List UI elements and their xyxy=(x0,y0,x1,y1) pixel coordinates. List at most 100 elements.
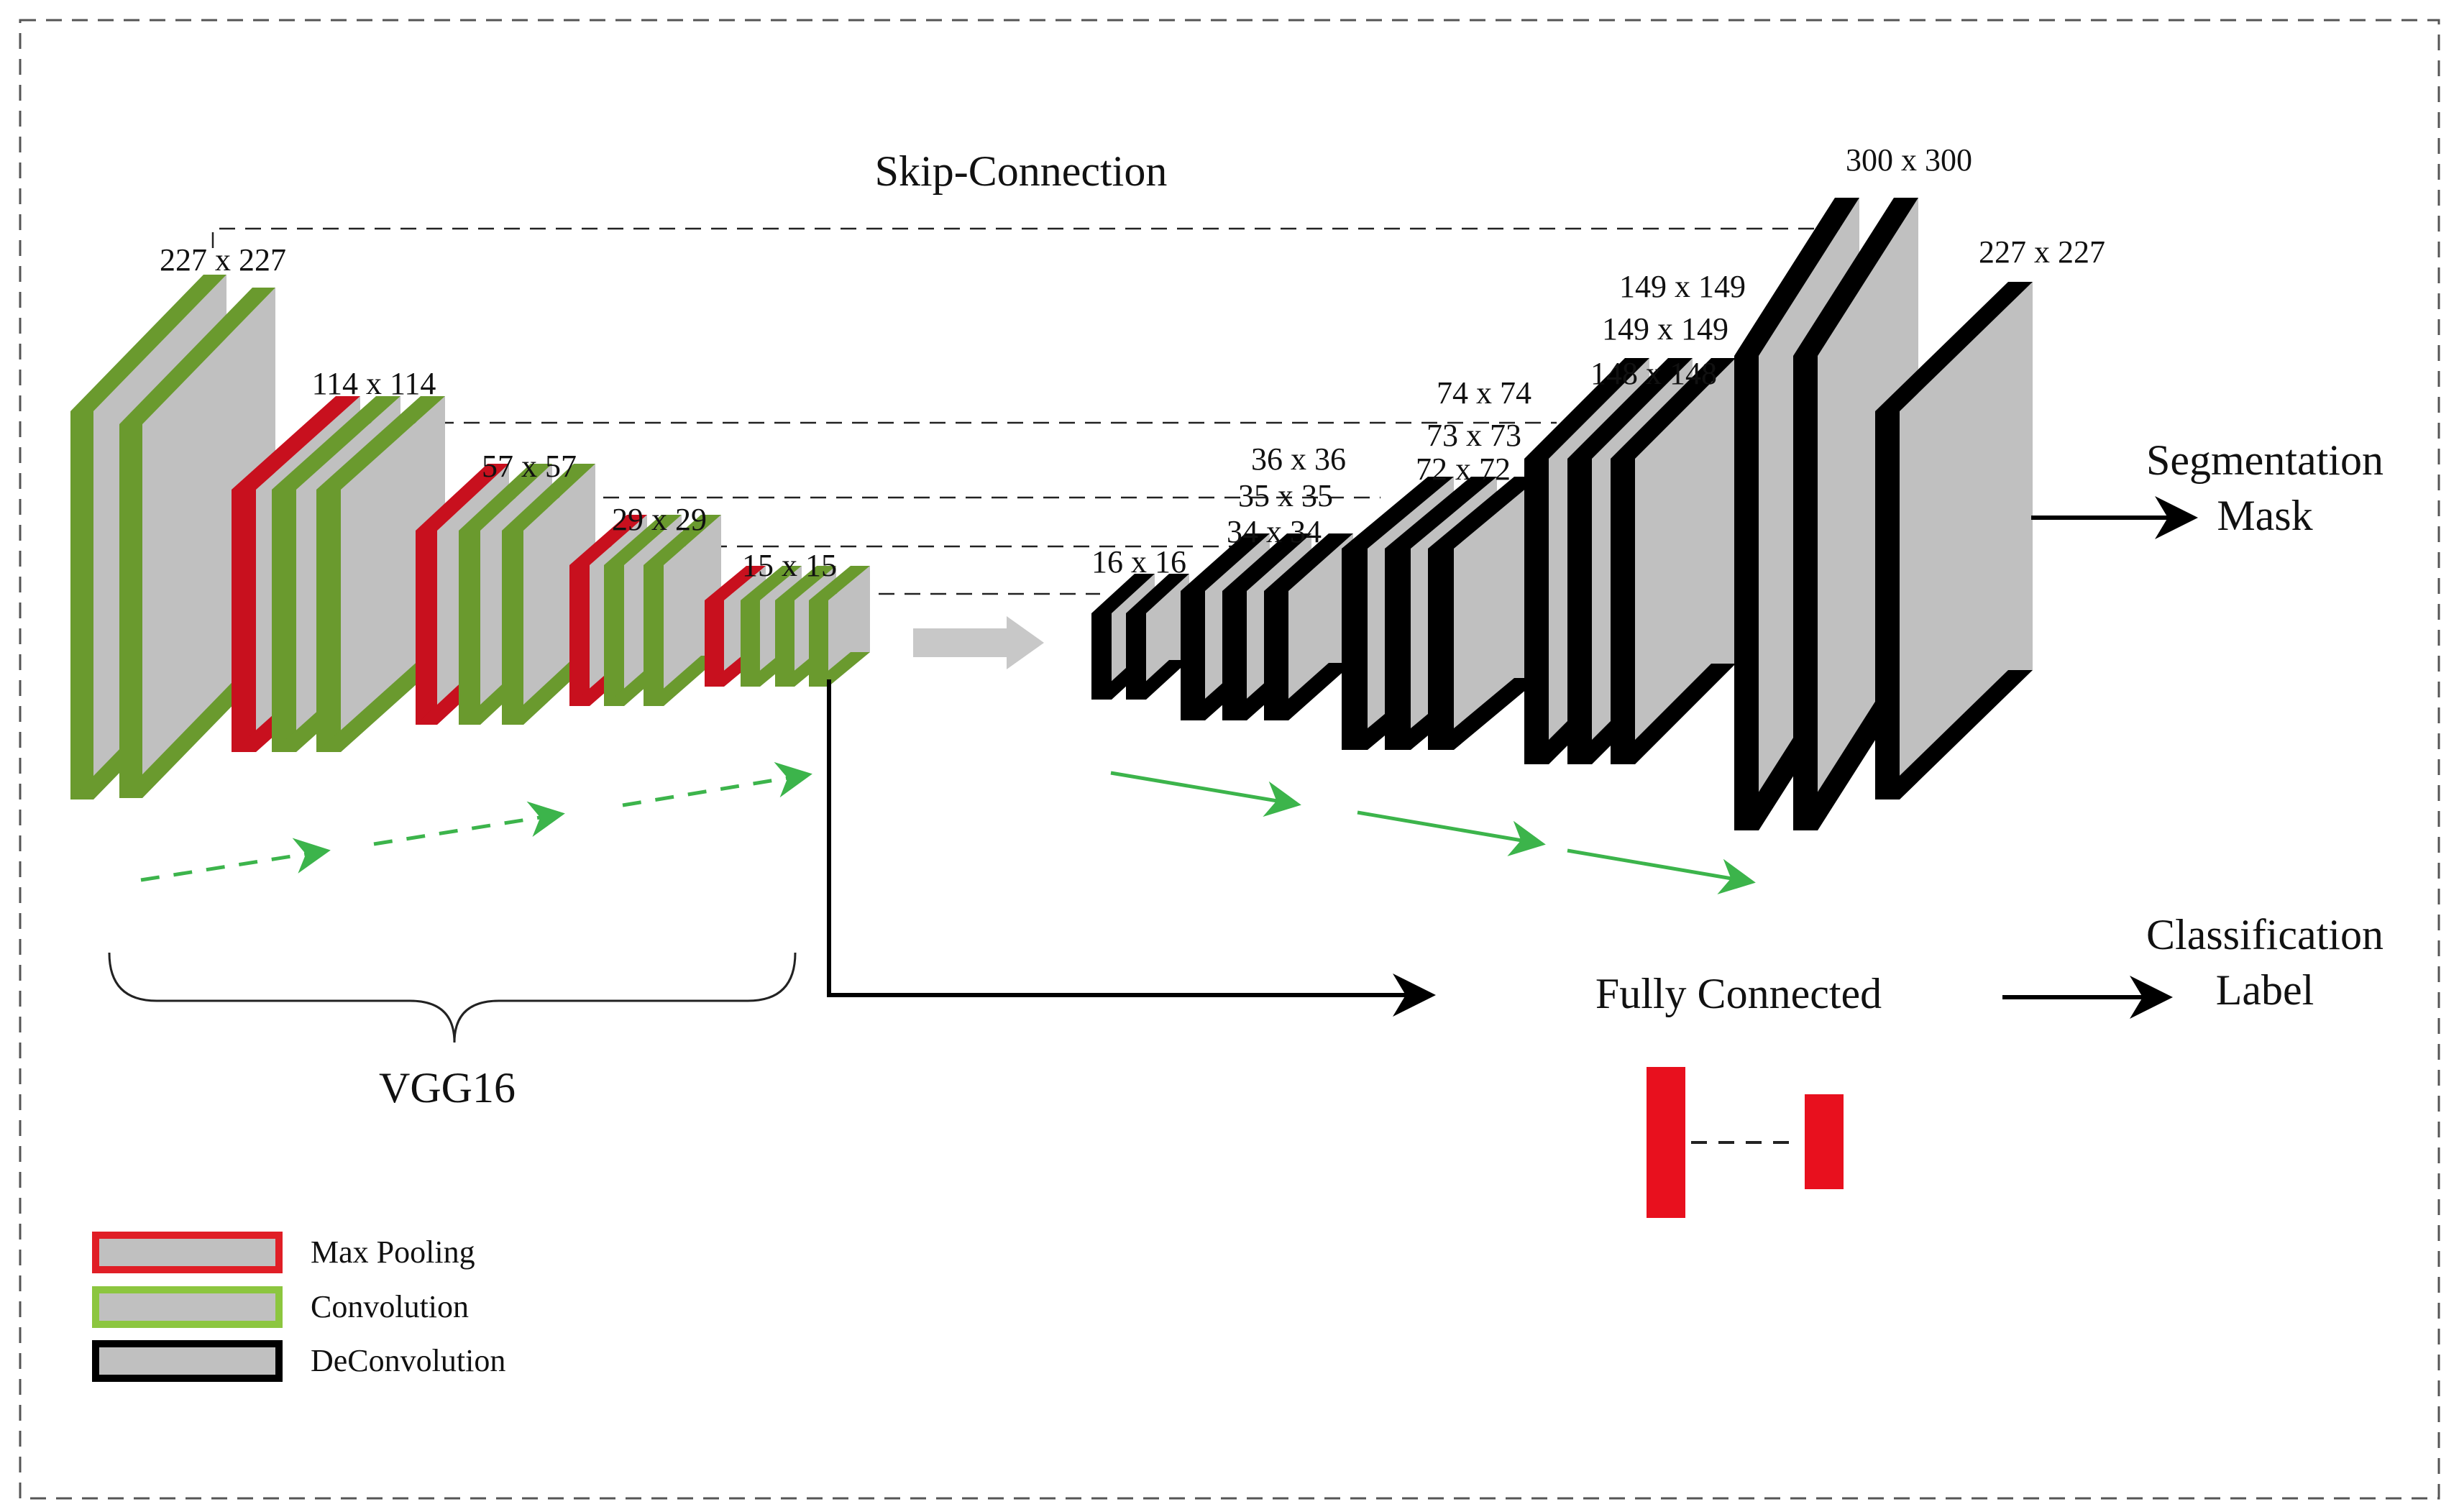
fully-connected-layer xyxy=(1647,1067,1844,1218)
block-edge-top xyxy=(1091,574,1155,613)
block-edge-front xyxy=(1126,613,1146,700)
block-edge-front xyxy=(569,565,590,706)
size-label-74: 74 x 74 xyxy=(1437,375,1531,411)
block-edge-front xyxy=(741,600,760,687)
block-edge-front xyxy=(1567,459,1592,764)
segmentation-label-line1: Segmentation xyxy=(2146,436,2384,484)
encoder-flow-arrow-2 xyxy=(373,801,565,846)
block-edge-front xyxy=(459,531,480,725)
legend-label-max-pooling: Max Pooling xyxy=(311,1234,475,1270)
block-edge-top xyxy=(416,464,509,531)
size-label-149a: 149 x 149 xyxy=(1619,269,1746,304)
decoder-flow-arrow-1 xyxy=(1110,771,1301,817)
size-label-29: 29 x 29 xyxy=(612,502,707,537)
block-edge-front xyxy=(502,531,523,725)
deconvolution-layer-block xyxy=(1126,574,1189,700)
legend: Max Pooling Convolution DeConvolution xyxy=(92,1232,505,1382)
decoder-flow-arrow-2 xyxy=(1357,810,1546,856)
block-edge-top xyxy=(1385,477,1497,549)
size-label-36: 36 x 36 xyxy=(1251,441,1346,477)
encoder-to-fc-arrow xyxy=(827,679,1436,1017)
block-edge-front xyxy=(1091,613,1112,700)
block-edge-front xyxy=(316,490,341,752)
block-edge-top xyxy=(1181,533,1270,591)
deconvolution-layer-block xyxy=(1611,358,1736,764)
block-edge-bottom xyxy=(1875,670,2033,799)
block-edge-top xyxy=(502,464,595,531)
fc-neuron-large xyxy=(1647,1067,1685,1218)
block-edge-top xyxy=(272,396,400,490)
layer-blocks xyxy=(70,198,2033,830)
block-edge-front xyxy=(232,490,256,752)
block-edge-top xyxy=(1264,533,1353,591)
size-label-35: 35 x 35 xyxy=(1238,478,1333,513)
encoder-size-labels: 227 x 227 114 x 114 57 x 57 29 x 29 15 x… xyxy=(160,242,837,583)
block-edge-top xyxy=(1428,477,1540,549)
block-edge-front xyxy=(416,531,437,725)
block-edge-front xyxy=(1222,591,1247,720)
classification-label-line1: Classification xyxy=(2146,911,2384,958)
block-edge-top xyxy=(1734,198,1859,356)
convolution-layer-block xyxy=(809,566,870,687)
block-edge-bottom xyxy=(644,656,721,706)
block-edge-front xyxy=(644,565,664,706)
block-edge-top xyxy=(459,464,552,531)
vgg16-label: VGG16 xyxy=(379,1064,516,1112)
size-label-15: 15 x 15 xyxy=(742,548,837,583)
block-edge-top xyxy=(569,515,647,565)
skip-connection-title: Skip-Connection xyxy=(875,147,1168,195)
size-label-300: 300 x 300 xyxy=(1846,142,1972,178)
deconvolution-layer-block xyxy=(1264,533,1353,720)
block-edge-front xyxy=(1734,356,1759,830)
block-edge-front xyxy=(1875,411,1900,799)
encoder-flow-arrow-3 xyxy=(622,761,812,807)
decoder-flow-arrows xyxy=(1110,771,1756,894)
block-edge-top xyxy=(604,515,682,565)
block-edge-front xyxy=(1793,356,1818,830)
decoder-size-labels: 16 x 16 36 x 36 35 x 35 34 x 34 74 x 74 … xyxy=(1091,142,2105,579)
size-label-149b: 149 x 149 xyxy=(1602,311,1728,347)
legend-label-deconvolution: DeConvolution xyxy=(311,1343,505,1378)
block-edge-top xyxy=(809,566,870,600)
size-label-72: 72 x 72 xyxy=(1416,452,1511,487)
deconvolution-layer-block xyxy=(1875,282,2033,799)
size-label-227-out: 227 x 227 xyxy=(1979,234,2105,270)
block-face xyxy=(1635,358,1736,764)
segmentation-label-line2: Mask xyxy=(2217,492,2312,539)
block-edge-front xyxy=(1428,549,1454,750)
size-label-16: 16 x 16 xyxy=(1091,544,1186,579)
block-edge-front xyxy=(1524,459,1549,764)
block-edge-top xyxy=(1126,574,1189,613)
block-edge-front xyxy=(119,424,142,798)
size-label-114: 114 x 114 xyxy=(312,366,436,401)
block-edge-top xyxy=(1222,533,1311,591)
size-label-227: 227 x 227 xyxy=(160,242,286,278)
block-edge-front xyxy=(705,600,724,687)
block-edge-top xyxy=(1611,358,1736,459)
block-edge-top xyxy=(644,515,721,565)
encoder-flow-arrow-1 xyxy=(140,838,331,882)
block-edge-front xyxy=(272,490,296,752)
block-face xyxy=(1900,282,2033,799)
block-edge-bottom xyxy=(316,659,445,752)
block-edge-top xyxy=(775,566,836,600)
block-edge-top xyxy=(1342,477,1454,549)
size-label-148: 148 x 148 xyxy=(1590,356,1717,391)
block-edge-top xyxy=(70,275,226,411)
block-edge-top xyxy=(741,566,802,600)
block-edge-front xyxy=(1264,591,1288,720)
legend-swatch-max-pooling xyxy=(92,1232,283,1273)
block-edge-front xyxy=(70,411,93,799)
decoder-flow-arrow-3 xyxy=(1567,848,1756,894)
legend-swatch-convolution xyxy=(92,1286,283,1328)
block-edge-bottom xyxy=(809,652,870,687)
encoder-flow-arrows xyxy=(140,761,812,882)
block-edge-top xyxy=(705,566,766,600)
block-edge-top xyxy=(1793,198,1918,356)
block-edge-bottom xyxy=(1264,663,1353,720)
block-edge-front xyxy=(1611,459,1635,764)
fully-connected-label: Fully Connected xyxy=(1595,970,1882,1017)
block-edge-bottom xyxy=(1611,664,1736,764)
classification-label-line2: Label xyxy=(2216,966,2314,1014)
